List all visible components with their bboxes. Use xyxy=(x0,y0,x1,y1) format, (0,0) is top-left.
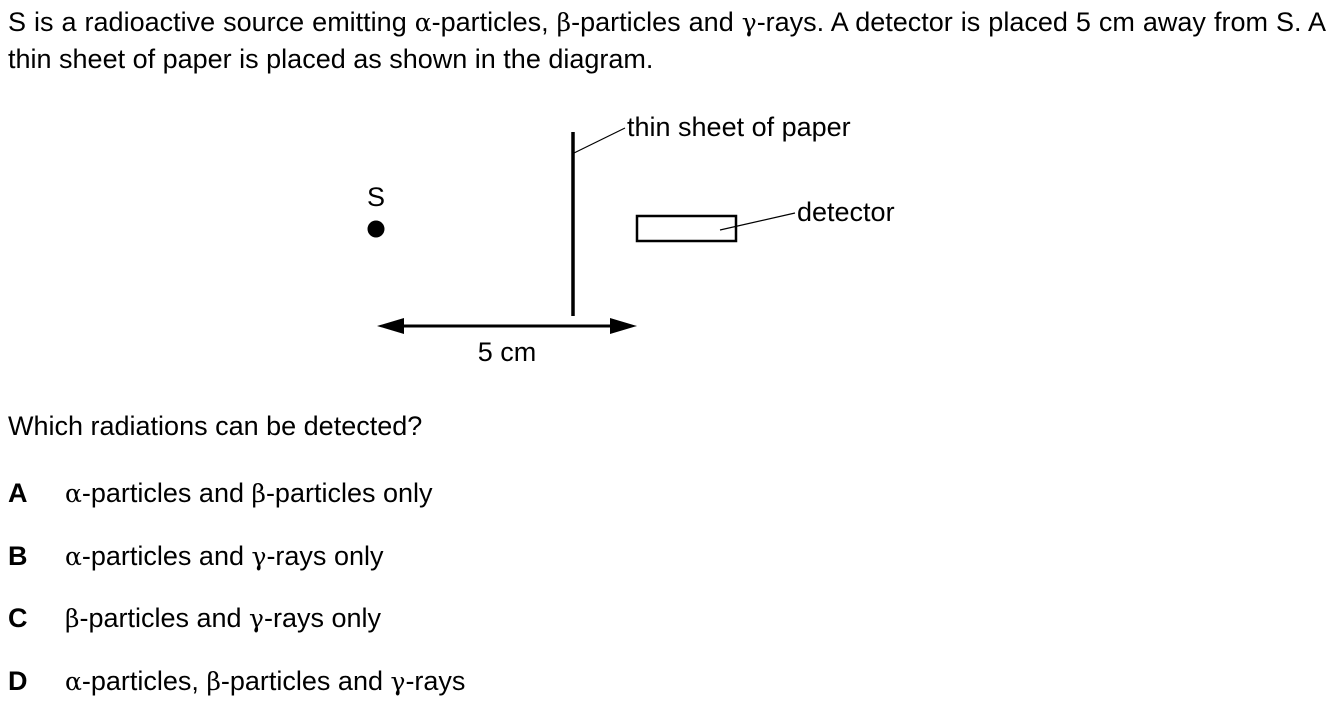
option-d-text-2: -particles and xyxy=(220,666,391,696)
stem-text-4: -rays. A detector is placed 5 cm away fr… xyxy=(8,7,1326,74)
gamma-symbol: γ xyxy=(741,8,757,37)
option-b-text-2: -rays only xyxy=(266,541,384,571)
option-d-letter: D xyxy=(8,666,28,696)
alpha-symbol: α xyxy=(65,542,82,571)
option-a-text-1: -particles and xyxy=(81,478,252,508)
gamma-symbol: γ xyxy=(390,667,406,696)
source-label: S xyxy=(367,182,385,212)
stem-text-3: -particles and xyxy=(571,7,742,37)
alpha-symbol: α xyxy=(65,667,82,696)
stem-text-2: -particles, xyxy=(431,7,557,37)
beta-symbol: β xyxy=(65,604,80,633)
option-d-text-1: -particles, xyxy=(81,666,207,696)
gamma-symbol: γ xyxy=(251,542,267,571)
detector-box xyxy=(635,214,738,243)
option-b-letter: B xyxy=(8,541,28,571)
beta-symbol: β xyxy=(251,479,266,508)
detector-label: detector xyxy=(797,197,895,227)
option-d-text: α-particles, β-particles and γ-rays xyxy=(65,664,465,699)
paper-leader-line xyxy=(573,127,626,154)
distance-label: 5 cm xyxy=(478,337,537,367)
alpha-symbol: α xyxy=(65,479,82,508)
option-b-text: α-particles and γ-rays only xyxy=(65,539,383,574)
option-c-text: β-particles and γ-rays only xyxy=(65,601,381,636)
gamma-symbol: γ xyxy=(249,604,264,633)
distance-arrow-left-head xyxy=(377,318,404,334)
alpha-symbol: α xyxy=(414,8,432,37)
option-b-text-1: -particles and xyxy=(81,541,252,571)
option-d-text-3: -rays xyxy=(405,666,466,696)
option-a-text-2: -particles only xyxy=(265,478,433,508)
option-c-text-1: -particles and xyxy=(79,603,250,633)
question-prompt: Which radiations can be detected? xyxy=(8,411,423,441)
beta-symbol: β xyxy=(556,8,572,37)
stem-text-1: S is a radioactive source emitting xyxy=(8,7,415,37)
detector-leader-line xyxy=(719,212,796,231)
option-a-letter: A xyxy=(8,478,28,508)
beta-symbol: β xyxy=(206,667,221,696)
paper-label: thin sheet of paper xyxy=(627,112,851,142)
question-stem: S is a radioactive source emitting α-par… xyxy=(8,4,1326,77)
option-c-text-2: -rays only xyxy=(264,603,382,633)
option-a-text: α-particles and β-particles only xyxy=(65,476,433,511)
distance-arrow-right-head xyxy=(610,318,637,334)
option-c-letter: C xyxy=(8,603,28,633)
radioactive-source-dot xyxy=(367,220,385,238)
